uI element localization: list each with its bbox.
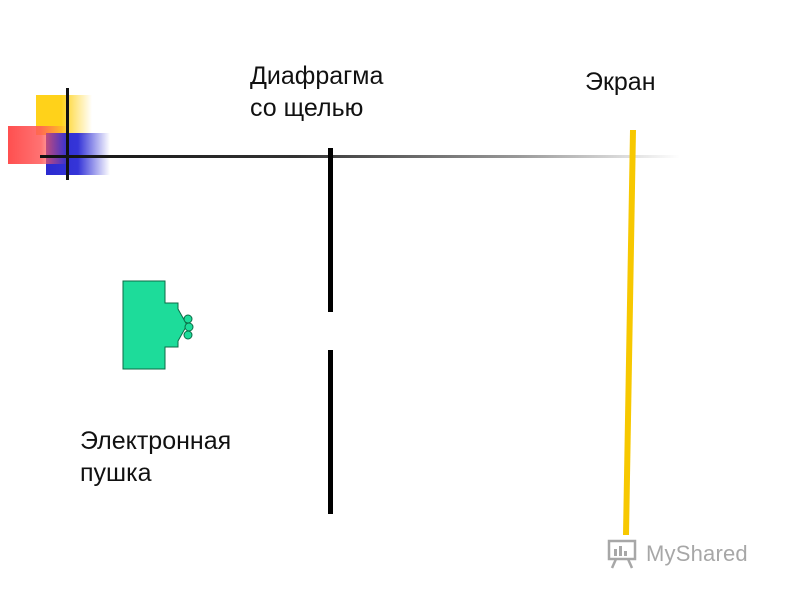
- diaphragm-upper-bar: [328, 148, 333, 312]
- electron-gun-label: Электронная пушка: [80, 425, 231, 489]
- decorative-horizontal-line: [40, 155, 680, 158]
- watermark: MyShared: [606, 537, 748, 571]
- screen-label-text: Экран: [585, 68, 656, 96]
- screen-label: Экран: [585, 66, 656, 98]
- electron-dot: [184, 322, 194, 332]
- diaphragm-label: Диафрагма со щелью: [250, 60, 383, 124]
- electron-gun: [122, 280, 194, 370]
- electron-dot: [183, 314, 193, 324]
- electron-gun-label-line1: Электронная: [80, 427, 232, 455]
- electron-gun-label-line2: пушка: [80, 459, 152, 487]
- decorative-vertical-line: [66, 88, 69, 180]
- diaphragm-lower-bar: [328, 350, 333, 514]
- diaphragm-label-line1: Диафрагма: [250, 62, 384, 90]
- presentation-board-icon: [607, 539, 637, 569]
- watermark-text: MyShared: [646, 541, 748, 566]
- diaphragm-label-line2: со щелью: [250, 94, 364, 122]
- electron-dot: [183, 330, 193, 340]
- electron-gun-body: [122, 280, 188, 370]
- screen-line: [623, 129, 636, 536]
